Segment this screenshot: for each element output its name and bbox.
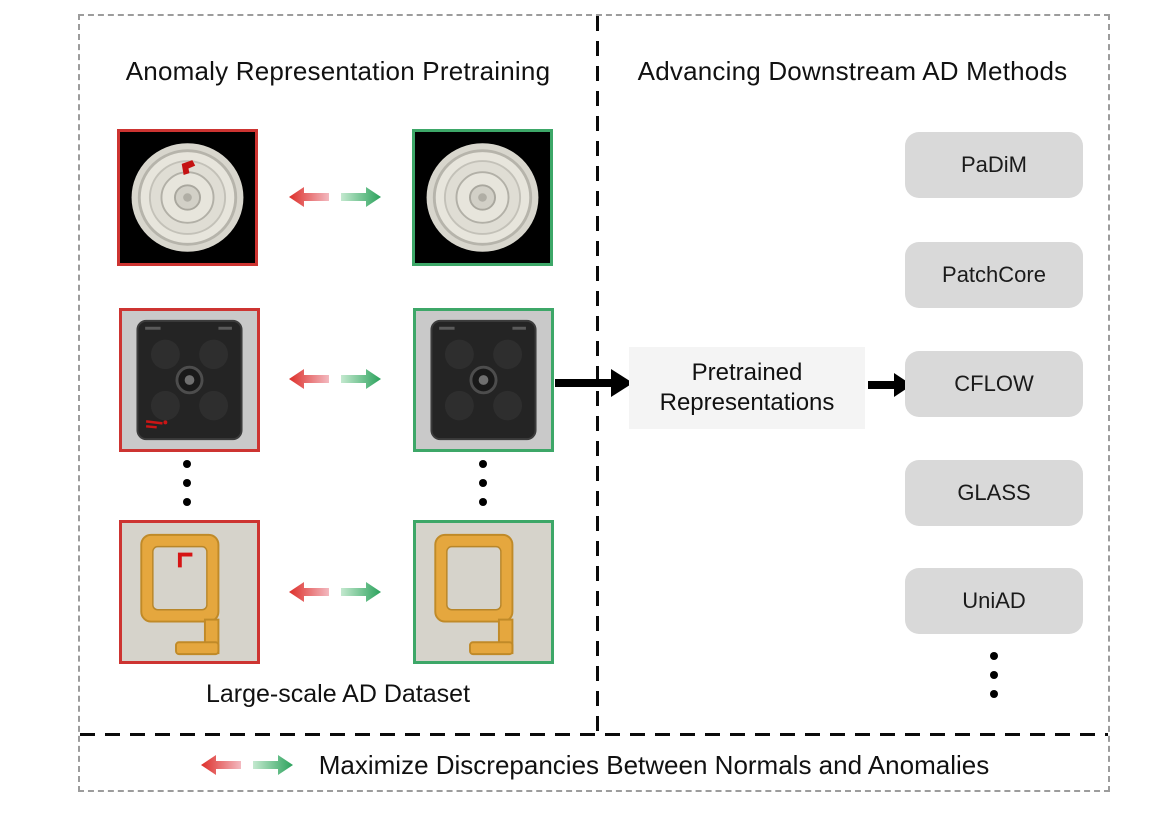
tray-normal-icon [416, 523, 551, 661]
pretrained-line1: Pretrained [691, 359, 803, 386]
footer-caption: Maximize Discrepancies Between Normals a… [318, 749, 990, 780]
red-green-arrows-icon [200, 755, 293, 775]
method-chip-padim: PaDiM [905, 132, 1083, 198]
bottle-normal-icon [415, 132, 550, 263]
ellipsis-vertical-icon [183, 460, 191, 506]
normal-bottle-image [412, 129, 553, 266]
section-divider-vertical [596, 16, 599, 733]
component-normal-icon [416, 311, 551, 449]
normal-tray-image [413, 520, 554, 664]
method-label: GLASS [957, 480, 1031, 505]
flow-arrow-icon [868, 373, 912, 397]
ellipsis-vertical-icon [990, 652, 998, 698]
left-panel-title: Anomaly Representation Pretraining [125, 56, 551, 86]
method-chip-cflow: CFLOW [905, 351, 1083, 417]
bottle-anomaly-icon [120, 132, 255, 263]
method-chip-uniad: UniAD [905, 568, 1083, 634]
method-label: UniAD [962, 588, 1026, 613]
anomalous-bottle-image [117, 129, 258, 266]
normal-component-image [413, 308, 554, 452]
method-chip-glass: GLASS [905, 460, 1083, 526]
pretrained-representations-box: Pretrained Representations [629, 347, 865, 429]
figure-frame: Anomaly Representation Pretraining Advan… [78, 14, 1110, 792]
section-divider-horizontal [80, 733, 1108, 736]
tray-anomaly-icon [122, 523, 257, 661]
red-green-arrows-icon [289, 187, 381, 207]
footer-caption-row: Maximize Discrepancies Between Normals a… [80, 736, 1108, 794]
anomalous-component-image [119, 308, 260, 452]
method-label: PaDiM [960, 152, 1027, 177]
pretrained-line2: Representations [659, 389, 835, 416]
red-green-arrows-icon [289, 369, 381, 389]
component-anomaly-icon [122, 311, 257, 449]
method-chip-patchcore: PatchCore [905, 242, 1083, 308]
red-green-arrows-icon [289, 582, 381, 602]
ellipsis-vertical-icon [479, 460, 487, 506]
dataset-label: Large-scale AD Dataset [205, 680, 471, 708]
flow-arrow-icon [555, 369, 633, 397]
method-label: PatchCore [942, 262, 1046, 287]
right-panel-title: Advancing Downstream AD Methods [637, 56, 1068, 86]
anomalous-tray-image [119, 520, 260, 664]
method-label: CFLOW [954, 371, 1034, 396]
